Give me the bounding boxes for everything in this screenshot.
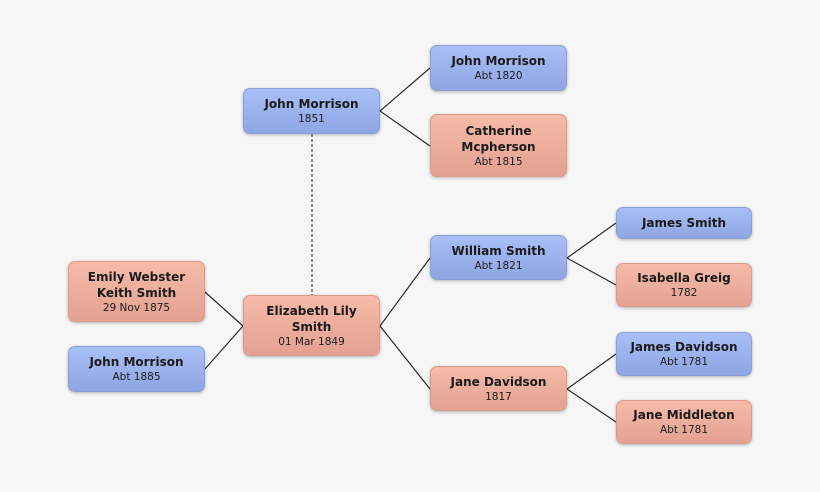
connector-jane-jamesdavidson bbox=[566, 353, 617, 390]
person-name: Keith Smith bbox=[96, 285, 177, 300]
connector-elizabeth-jane bbox=[379, 325, 431, 390]
person-card-james-davidson[interactable]: James Davidson Abt 1781 bbox=[616, 332, 752, 376]
person-date: 1851 bbox=[298, 113, 325, 125]
person-card-jane-middleton[interactable]: Jane Middleton Abt 1781 bbox=[616, 400, 752, 444]
person-name: Mcpherson bbox=[461, 139, 536, 154]
person-date: 29 Nov 1875 bbox=[102, 301, 171, 314]
person-date: Abt 1885 bbox=[112, 371, 161, 383]
connector-william-james bbox=[566, 222, 617, 259]
person-name: John Morrison bbox=[264, 97, 359, 111]
person-name: James Smith bbox=[641, 216, 727, 230]
person-card-john-morrison-1851[interactable]: John Morrison 1851 bbox=[243, 88, 380, 134]
person-date: Abt 1781 bbox=[659, 424, 709, 436]
person-date: 1782 bbox=[670, 287, 698, 299]
person-card-catherine-mcpherson[interactable]: Catherine Mcpherson Abt 1815 bbox=[430, 114, 567, 177]
connector-william-isabella bbox=[566, 257, 617, 286]
connector-elizabeth-william bbox=[379, 257, 431, 327]
person-card-jane-davidson[interactable]: Jane Davidson 1817 bbox=[430, 366, 567, 411]
person-card-emily-webster-keith-smith[interactable]: Emily Webster Keith Smith 29 Nov 1875 bbox=[68, 261, 205, 322]
person-card-john-morrison-1885[interactable]: John Morrison Abt 1885 bbox=[68, 346, 205, 392]
person-date: Abt 1815 bbox=[474, 155, 523, 168]
person-name: Smith bbox=[291, 319, 332, 334]
person-name: John Morrison bbox=[89, 355, 184, 369]
person-name: Elizabeth Lily bbox=[266, 303, 357, 318]
person-date: Abt 1781 bbox=[659, 356, 709, 368]
person-name: Jane Davidson bbox=[450, 374, 547, 389]
person-name: William Smith bbox=[451, 243, 546, 258]
person-card-john-morrison-1820[interactable]: John Morrison Abt 1820 bbox=[430, 45, 567, 91]
person-card-elizabeth-lily-smith[interactable]: Elizabeth Lily Smith 01 Mar 1849 bbox=[243, 295, 380, 356]
connector-john1851-john1820 bbox=[379, 67, 431, 112]
person-name: Jane Middleton bbox=[633, 408, 735, 422]
connector-john1885-elizabeth bbox=[204, 325, 244, 370]
person-card-william-smith[interactable]: William Smith Abt 1821 bbox=[430, 235, 567, 280]
person-name: Catherine bbox=[465, 123, 532, 138]
connector-john1851-catherine bbox=[379, 110, 431, 147]
person-date: 1817 bbox=[485, 390, 512, 403]
person-card-james-smith[interactable]: James Smith bbox=[616, 207, 752, 239]
person-date: 01 Mar 1849 bbox=[278, 335, 345, 348]
person-name: Isabella Greig bbox=[637, 271, 731, 285]
person-name: Emily Webster bbox=[87, 269, 186, 284]
person-name: James Davidson bbox=[630, 340, 738, 354]
connector-jane-janemiddleton bbox=[566, 388, 617, 423]
person-date: Abt 1821 bbox=[474, 259, 523, 272]
connector-emily-elizabeth bbox=[204, 291, 244, 327]
person-date: Abt 1820 bbox=[474, 70, 523, 82]
person-name: John Morrison bbox=[451, 54, 546, 68]
person-card-isabella-greig[interactable]: Isabella Greig 1782 bbox=[616, 263, 752, 307]
